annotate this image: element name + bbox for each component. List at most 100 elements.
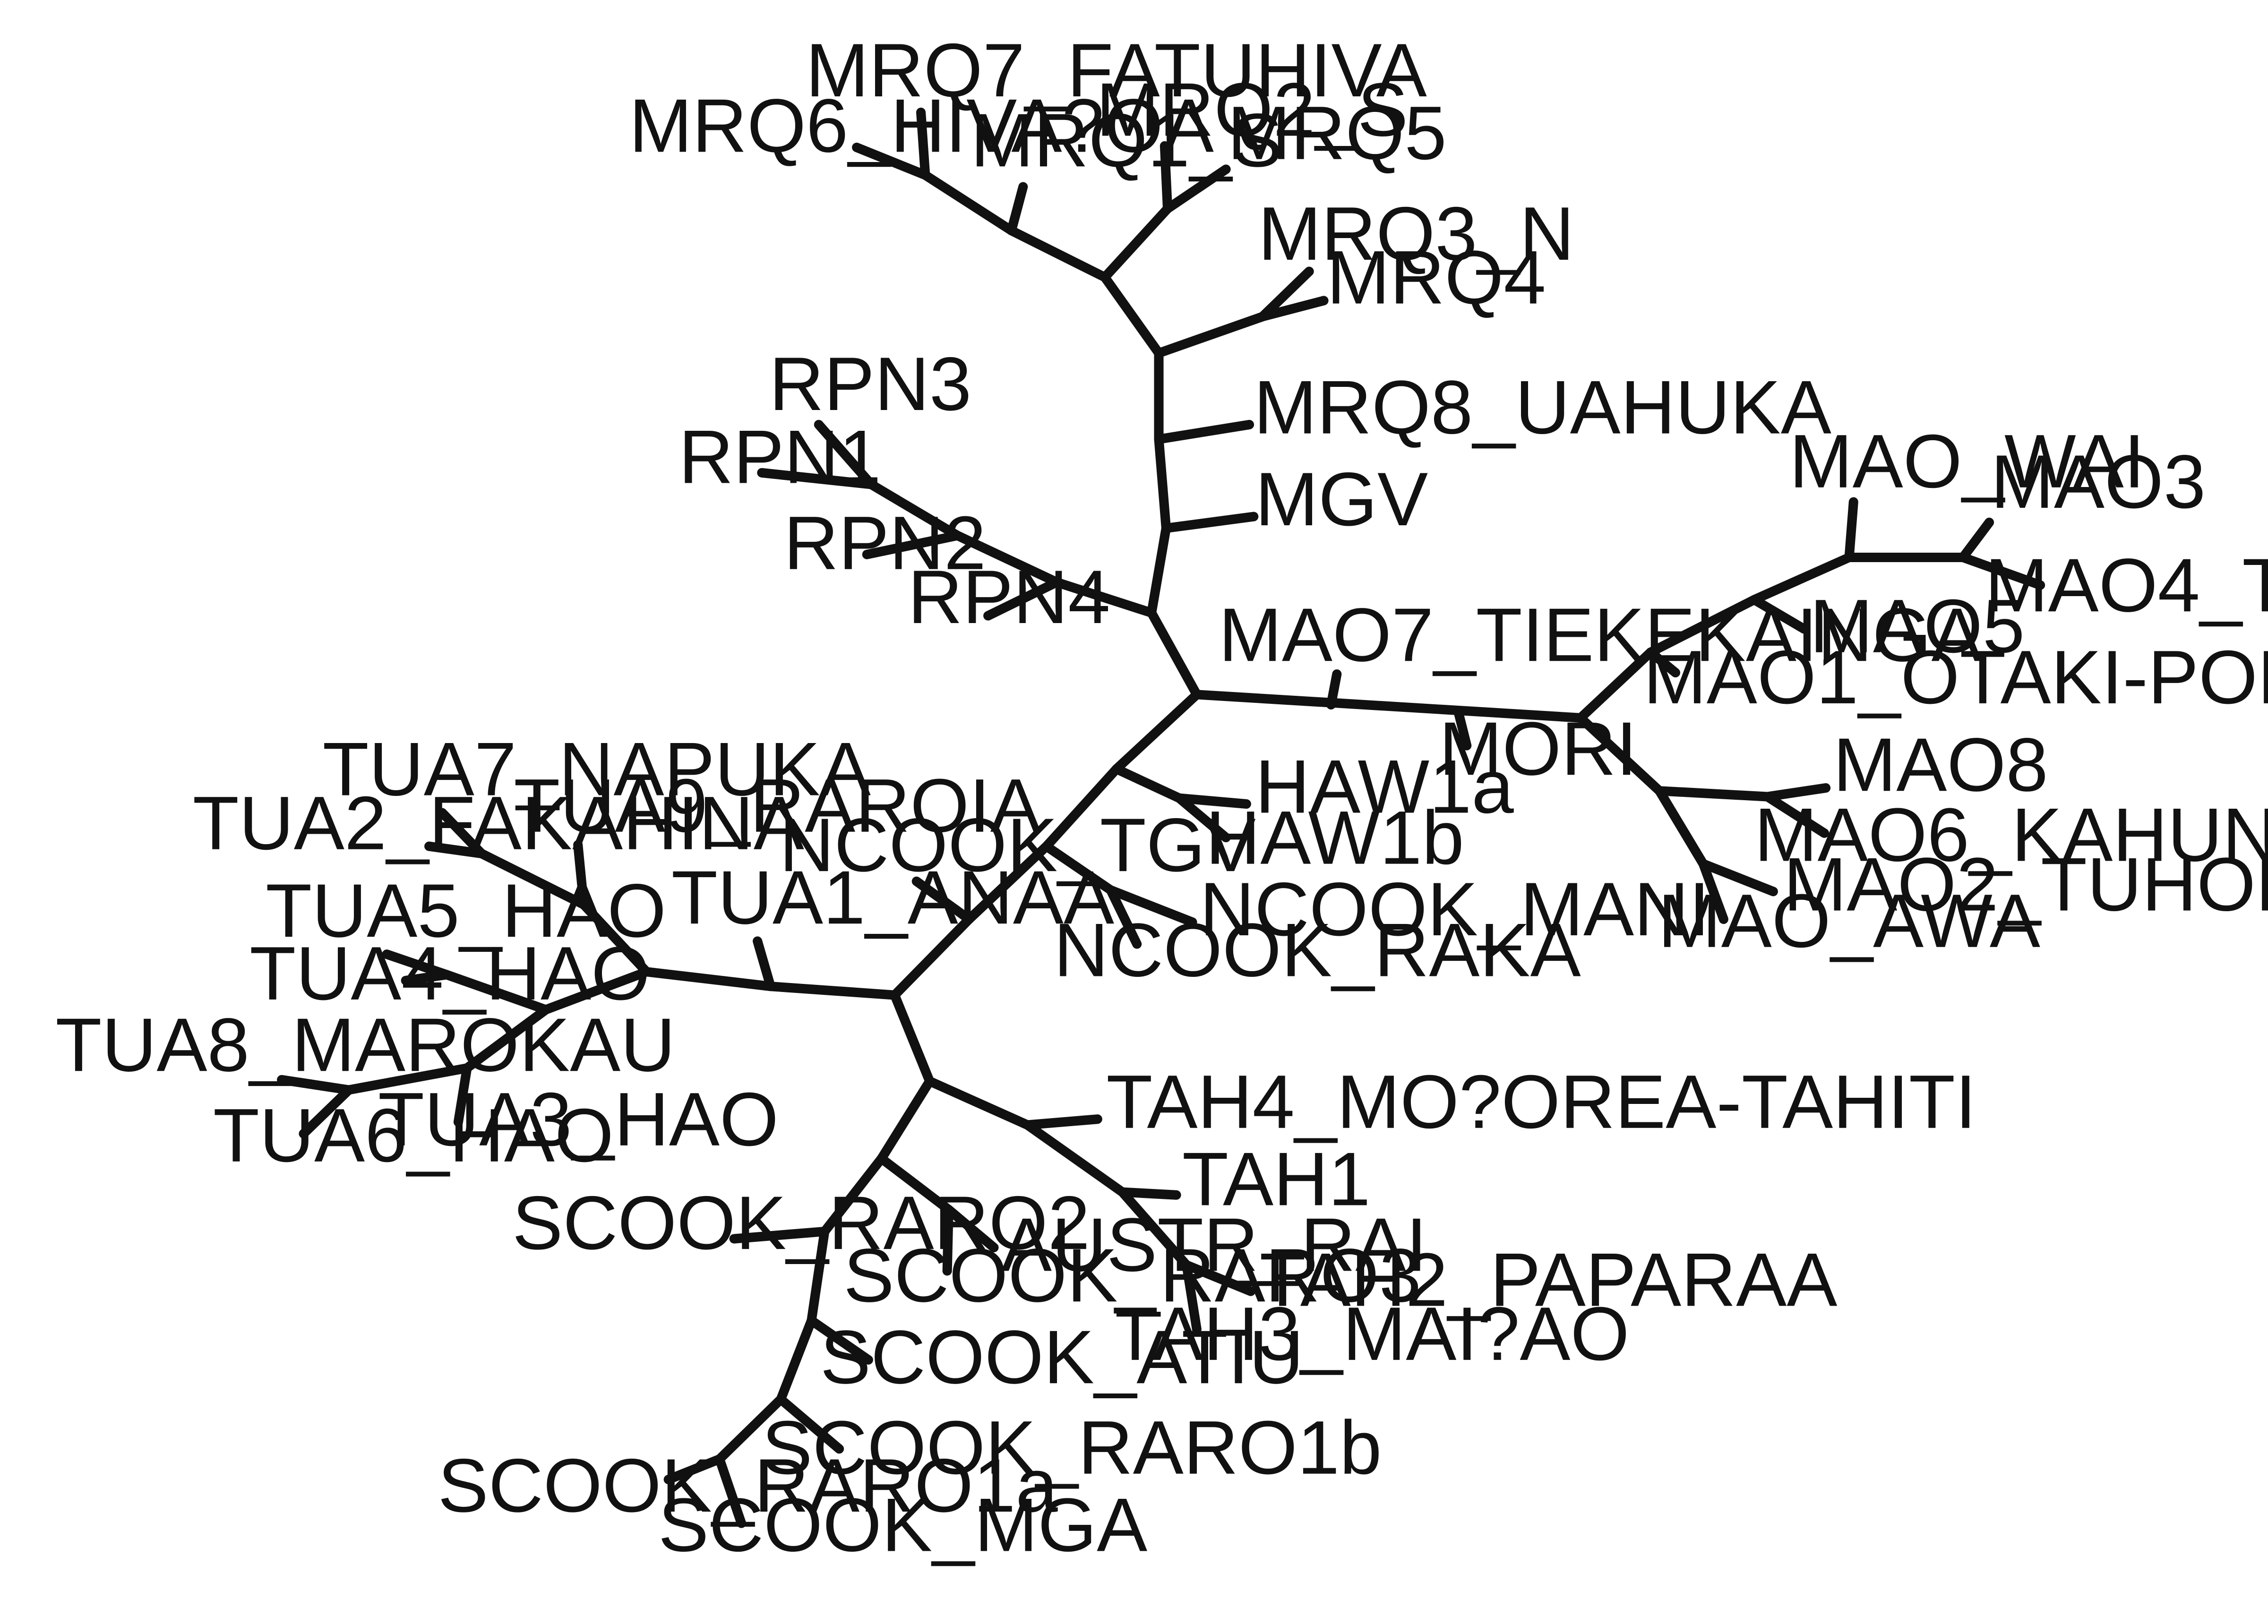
branch-leaf-tua9 [573,840,589,910]
branch-raro2-node [820,1154,886,1237]
branch-tua-lower-node [541,967,652,1015]
leaf-label-mao8: MAO8 [1833,723,2048,807]
leaf-label-scook-atiu: SCOOK_ATIU [820,1315,1304,1400]
branch-leaf-mao4 [1958,552,2045,590]
leaf-label-mrq6: MRQ6_HIVA?OA [629,84,1214,168]
branch-leaf-scook-raro1b [776,1394,844,1454]
leaf-label-scook-raro3: SCOOK_RARO3 [843,1233,1421,1318]
branch-leaf-tua7 [437,808,487,859]
branch-leaf-austr-rai [944,1205,999,1253]
branch-mao-lower-node [1576,713,1665,796]
branch-mgv-node [1147,523,1171,618]
branch-spine-haw [1111,690,1202,774]
branch-leaf-tua1 [753,936,775,991]
branch-leaf-mao-awa [1698,859,1728,924]
branch-leaf-ncook-tgv [911,876,974,924]
branch-tua6-8-node [344,1063,472,1095]
branch-leaf-tua8 [277,1075,354,1095]
branch-spine-upper [1147,608,1202,700]
branch-leaf-mao2 [1698,859,1778,897]
leaf-label-tah4: TAH4_MO?OREA-TAHITI [1106,1060,1976,1145]
leaf-label-ncook-mani: NCOOK_MANI [1200,867,1710,952]
branch-leaf-mrq4 [1257,296,1329,322]
branch-leaf-tah2 [1182,1260,1256,1296]
branch-rpn-node [1052,577,1157,618]
branch-tua4-5-node [442,970,551,1015]
leaf-label-rpn3: RPN3 [769,342,971,427]
branch-leaf-mrq5 [1163,164,1231,214]
branch-leaf-rpn1 [757,468,876,489]
branch-spine-maori [1192,690,1586,723]
leaf-label-mrq4: MRQ4 [1327,236,1546,320]
branch-leaf-mao3 [1958,517,1994,563]
branch-tah2-3-node [1117,1187,1192,1270]
branch-scook-node [876,1076,935,1163]
leaf-label-mrq5: MRQ5 [1228,91,1447,176]
leaf-label-tah2: TAH2_PAPARAA [1260,1238,1838,1323]
branch-leaf-tua2 [424,841,487,859]
leaf-label-haw1b: HAW1b [1205,796,1464,880]
branch-haw-node [1111,764,1184,803]
branch-spine-lower [890,914,974,1000]
branch-leaf-scook-raro1a [663,1454,724,1485]
branch-mao5-node [1646,595,1759,657]
branch-mao8-6-node [1654,786,1772,802]
leaf-label-tua4: TUA4_HAO [249,932,650,1016]
branch-leaf-scook-raro3 [942,1205,954,1276]
leaf-label-scook-raro2: SCOOK_RARO2 [512,1181,1090,1265]
leaf-label-mgv: MGV [1255,457,1428,542]
branch-spine-ncook [1041,764,1121,851]
branch-leaf-rpn4 [983,577,1062,621]
leaf-label-rpn4: RPN4 [908,555,1110,640]
branch-tua3-node [462,1005,551,1073]
leaf-label-mrq7: MRQ7_FATUHIVA [806,28,1427,113]
branch-spine-tuamotu [642,967,775,991]
branch-mrq1-node [1006,226,1110,282]
leaf-label-ncook-tgv: NCOOK_TGV [779,803,1255,888]
branch-leaf-haw1b [1174,793,1231,843]
branch-leaf-mgv [1161,512,1259,533]
branch-raro1-node [776,1316,816,1404]
leaf-label-mao3: MAO3 [1991,440,2206,524]
leaf-label-tua2: TUA2_FAKAHINA [193,781,804,866]
leaf-label-mao6: MAO6_KAHUNGUNU [1754,793,2268,877]
leaf-label-scook-raro1b: SCOOK_RARO1b [762,1406,1382,1490]
branch-leaf-tua3 [453,1063,472,1127]
leaf-label-mao7: MAO7_TIEKEKAINGA [1219,593,1982,677]
branch-leaf-rpn2 [862,530,962,559]
branch-mao-upper-node [1576,647,1656,723]
branch-leaf-scook-mga [714,1454,747,1528]
branch-spine-tahiti [890,990,935,1086]
leaf-label-mao-awa: MAO_AWA [1658,879,2040,964]
branch-mrq2-5-node [1100,204,1173,282]
leaf-label-rpn2: RPN2 [784,501,986,586]
branch-rpn1-3-node [866,479,962,540]
branch-leaf-mrq2 [1160,141,1173,214]
branch-leaf-mrq3 [1257,266,1314,322]
branch-mga-node [714,1394,786,1464]
branch-austr-raro3-node [876,1154,954,1214]
tree-branches [277,107,2045,1528]
branch-leaf-scook-atiu [807,1316,873,1365]
branch-leaf-tua6 [299,1085,354,1139]
branch-leaf-mao7 [1326,669,1342,710]
branch-spine-tgv [964,841,1051,924]
branch-leaf-tah1 [1117,1187,1181,1200]
leaf-label-scook-mga: SCOOK_MGA [658,1483,1147,1567]
leaf-label-tua3: TUA3_HAO [378,1077,779,1162]
branch-leaf-mao6 [1762,792,1830,838]
leaf-label-tua5: TUA5_HAO [266,869,666,953]
leaf-label-mori: MORI [1439,707,1637,791]
branch-ncook-node [1041,841,1116,895]
branch-leaf-mao8 [1762,783,1831,802]
branch-leaf-ncook-raka [1106,885,1142,949]
branch-tua2-7-node [477,848,589,910]
branch-tah-node [925,1076,1032,1130]
leaf-label-tua8: TUA8_MAROKAU [55,1003,675,1087]
leaf-label-mrq3: MRQ3_N [1258,192,1574,276]
branch-mao2-awa-node [1654,786,1708,869]
leaf-label-mao1: MAO1_OTAKI-POROU [1643,635,2268,720]
branch-mrq6-7-node [920,170,1016,236]
branch-leaf-scook-raro2 [729,1226,830,1244]
leaf-label-mrq1: MRQ1_S [971,98,1282,183]
